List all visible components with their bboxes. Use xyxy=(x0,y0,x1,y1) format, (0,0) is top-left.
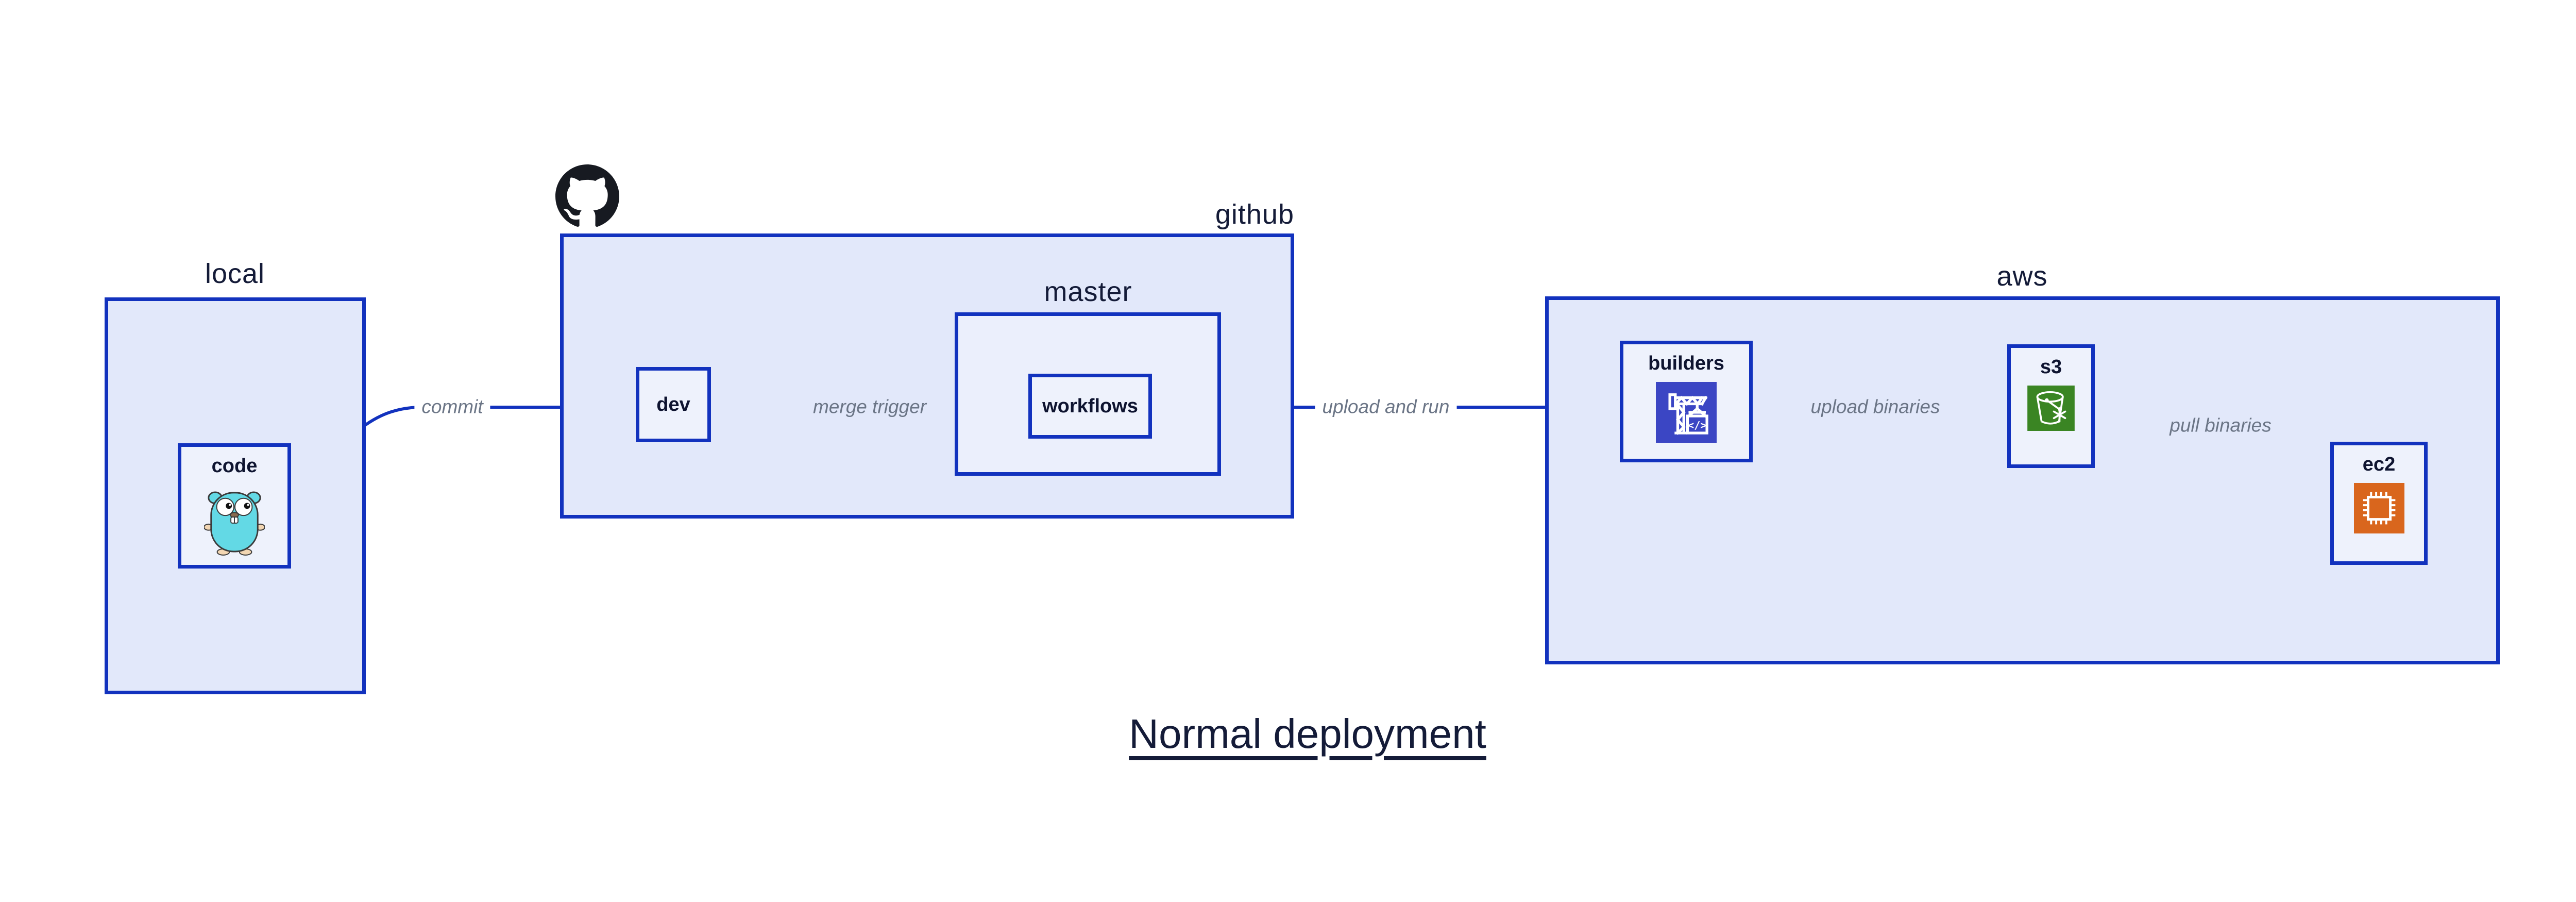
s3-bucket-icon xyxy=(2027,386,2075,433)
node-ec2-label: ec2 xyxy=(2362,454,2396,475)
node-builders: builders </> xyxy=(1620,341,1753,462)
edge-label-upload-binaries: upload binaries xyxy=(1803,395,1947,419)
edge-label-merge-trigger: merge trigger xyxy=(805,395,934,419)
node-code: code xyxy=(178,443,291,569)
node-code-label: code xyxy=(211,455,258,477)
node-s3-label: s3 xyxy=(2040,356,2062,378)
go-gopher-icon xyxy=(204,485,265,558)
group-label-aws: aws xyxy=(1996,261,2048,292)
node-workflows: workflows xyxy=(1028,374,1152,439)
edge-label-commit: commit xyxy=(414,395,490,419)
node-ec2: ec2 xyxy=(2330,442,2428,565)
node-dev: dev xyxy=(636,367,711,442)
node-s3: s3 xyxy=(2007,344,2095,468)
group-label-master: master xyxy=(1044,276,1132,307)
codebuild-crane-icon: </> xyxy=(1656,382,1717,445)
svg-text:</>: </> xyxy=(1688,419,1706,431)
edge-label-pull-binaries: pull binaries xyxy=(2162,414,2279,438)
ec2-chip-icon xyxy=(2353,483,2404,536)
edge-label-upload-and-run: upload and run xyxy=(1315,395,1457,419)
node-dev-label: dev xyxy=(656,393,690,415)
group-label-github: github xyxy=(1215,199,1294,230)
github-octocat-icon xyxy=(555,164,619,231)
group-label-local: local xyxy=(205,258,265,289)
node-workflows-label: workflows xyxy=(1042,395,1138,417)
diagram-title: Normal deployment xyxy=(1129,711,1486,757)
node-builders-label: builders xyxy=(1648,353,1724,374)
